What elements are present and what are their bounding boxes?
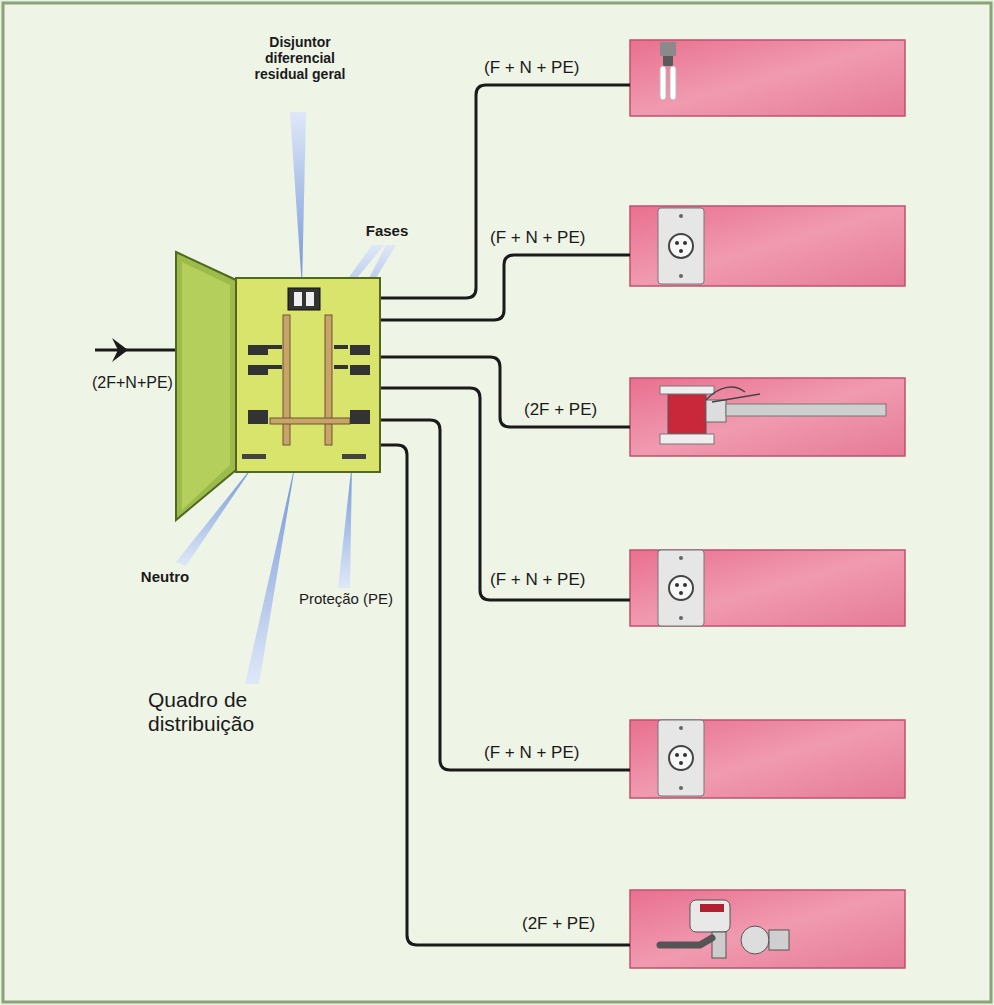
wire-label: (F + N + PE) [490,228,630,248]
wire-label: (2F + PE) [524,400,634,420]
callout-label: Fases [352,222,422,239]
wire-label: (F + N + PE) [490,570,630,590]
load-boxes [630,40,905,968]
leader-wedges [176,112,396,684]
wire-label: (F + N + PE) [484,743,624,763]
input-arrow [112,338,128,362]
socket-icons [658,208,704,796]
wire-label: (F + N + PE) [484,58,624,78]
lamp-icon [660,42,676,100]
wires [95,85,630,945]
distribution-panel [176,252,380,520]
frame [3,3,991,1002]
input-label: (2F+N+PE) [92,374,212,392]
callout-label: Proteção (PE) [296,590,396,607]
callout-label: Neutro [120,568,210,585]
wire-label: (2F + PE) [522,914,632,934]
panel-label: Quadro de distribuição [148,688,308,736]
shower-icon [660,386,886,444]
faucet-icon [660,900,789,958]
callout-label: Disjuntor diferencial residual geral [238,34,362,82]
